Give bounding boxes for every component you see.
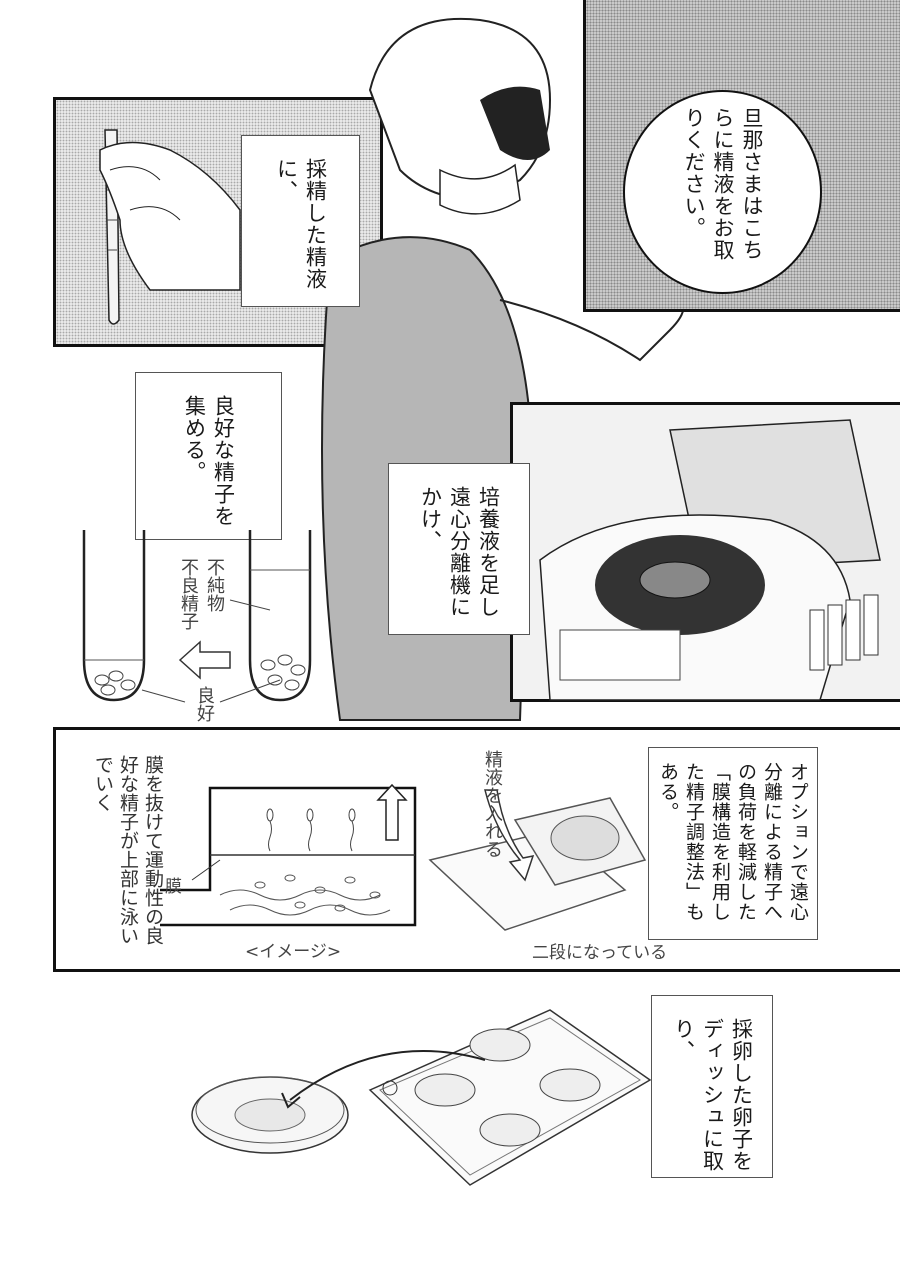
caption-text: 培養液を足し遠心分離機にかけ、 [418,486,501,618]
label-membrane: 膜 [165,877,182,897]
membrane-image-diagram [160,783,417,927]
label-two-tier: 二段になっている [532,943,668,963]
caption-collected-semen: 採精した精液に、 [241,135,360,307]
four-well-dish-illustration [368,1009,652,1186]
label-good: 良好 [194,686,215,722]
hand-illustration [99,141,241,291]
caption-text: 良好な精子を集める。 [182,395,236,527]
centrifuge-illustration [539,419,881,701]
caption-egg-to-dish: 採卵した卵子をディッシュに取り、 [651,995,773,1178]
label-insert-semen: 精液を入れる [482,750,503,858]
caption-text: オプションで遠心分離による精子への負荷を軽減した「膜構造を利用した精子調整法」も… [657,762,809,922]
membrane-side-text: 膜を抜けて運動性の良好な精子が上部に泳いでいく [92,755,164,945]
label-bad-sperm: 不良精子 [178,558,199,630]
label-impurities: 不純物 [204,558,225,612]
sperm-separation-diagram [82,530,312,703]
speech-text: 旦那さまはこちらに精液をお取りください。 [682,107,764,261]
transfer-arrow [281,1050,486,1109]
caption-membrane-option: オプションで遠心分離による精子への負荷を軽減した「膜構造を利用した精子調整法」も… [648,747,818,940]
caption-text: 採卵した卵子をディッシュに取り、 [671,1018,754,1172]
label-image: <イメージ> [245,942,342,962]
membrane-dish-illustration [428,789,647,931]
speech-bubble-husband: 旦那さまはこちらに精液をお取りください。 [623,90,822,294]
caption-collect-good: 良好な精子を集める。 [135,372,282,540]
caption-centrifuge: 培養液を足し遠心分離機にかけ、 [388,463,530,635]
caption-text: 採精した精液に、 [274,158,328,290]
panel-membrane-method [53,727,900,972]
